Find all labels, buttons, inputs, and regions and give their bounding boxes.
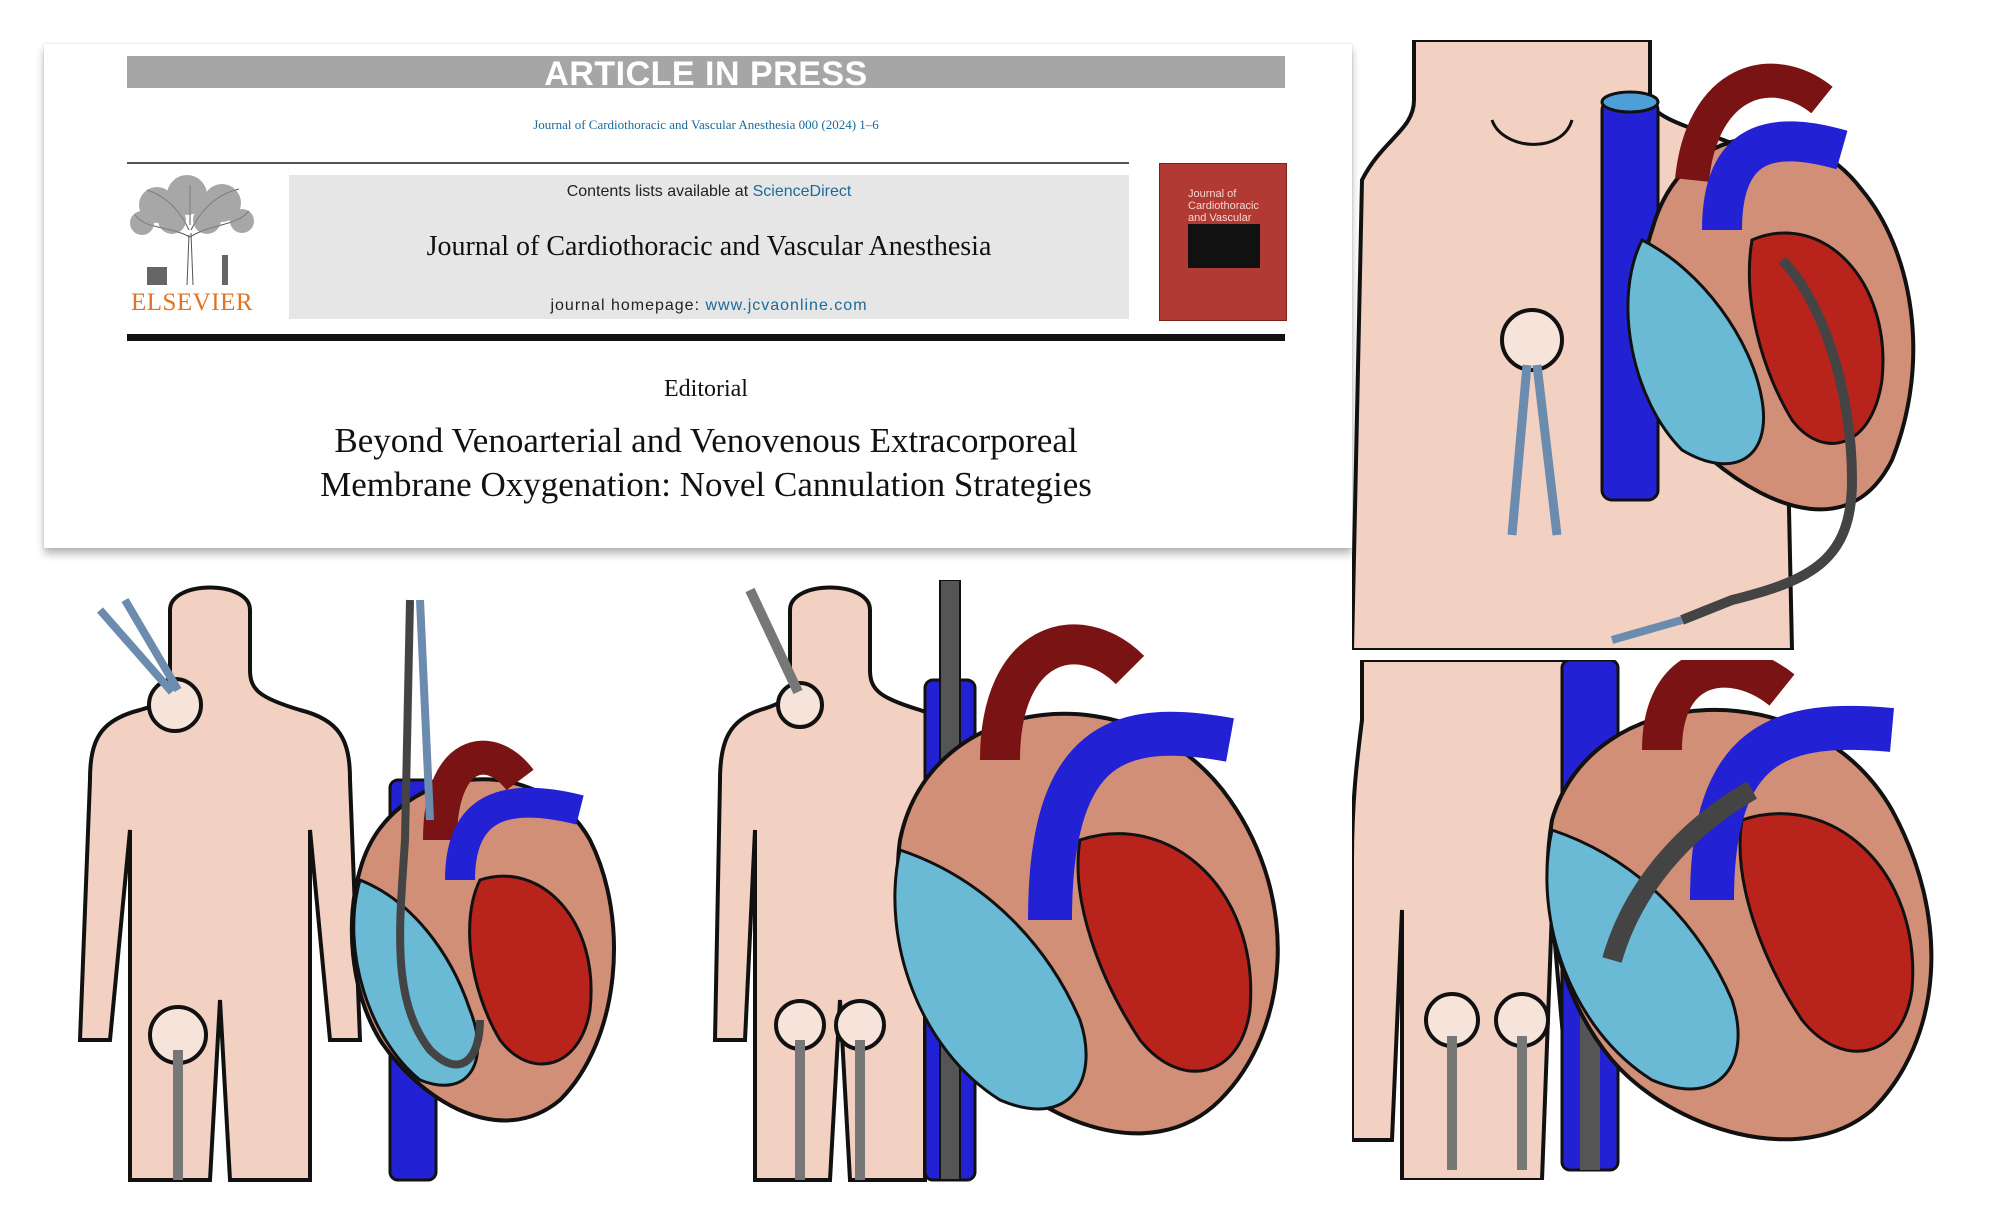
homepage-prefix: journal homepage: [550,297,701,314]
illustration-bottom-middle [700,580,1340,1200]
atrial-septostomy-cannula [1602,781,1757,963]
cannula-limb-right [1532,364,1562,536]
cover-image [1188,224,1260,268]
article-type-label: Editorial [664,376,748,402]
illustration-upper-right [1352,40,1952,650]
aortic-arch [1642,660,1795,751]
aortic-arch [1675,63,1833,183]
journal-homepage-line: journal homepage: www.jcvaonline.com [289,297,1129,315]
aortic-arch [980,624,1145,761]
contents-available-line: Contents lists available at ScienceDirec… [289,183,1129,201]
illustration-bottom-right [1352,660,1972,1180]
article-title-line-1: Beyond Venoarterial and Venovenous Extra… [334,421,1078,460]
header-divider-thin [127,162,1129,164]
left-ventricle-chamber [1747,231,1885,445]
cannulation-diagram-bottom-middle [712,580,1280,1182]
journal-citation: Journal of Cardiothoracic and Vascular A… [533,117,879,132]
body-silhouette [77,585,363,1182]
neck-cannula-1 [96,607,176,695]
header-divider-thick [127,334,1285,341]
contents-prefix: Contents lists available at [566,183,749,200]
left-ventricle-chamber [1738,812,1915,1053]
elsevier-logo: ELSEVIER [127,175,257,317]
pulmonary-artery [1690,705,1894,901]
pulmonary-artery [445,787,584,881]
neck-insertion-circle [776,681,824,729]
neck-cannula-2 [121,597,182,693]
right-atrium-chamber [893,848,1088,1111]
article-title: Beyond Venoarterial and Venovenous Extra… [44,419,1368,507]
pulmonary-artery [1702,121,1848,231]
cannula-tube [1680,256,1858,625]
left-ventricle-chamber [468,874,593,1066]
cannulation-diagram-bottom-right [1352,660,1934,1180]
right-atrium-chamber [1626,237,1765,466]
elsevier-tree-icon [130,175,254,286]
illustration-bottom-left [60,580,680,1200]
journal-info-box: Contents lists available at ScienceDirec… [289,175,1129,319]
journal-cover-thumbnail: Journal of Cardiothoracic and Vascular A… [1159,163,1287,321]
sciencedirect-link[interactable]: ScienceDirect [752,183,852,200]
article-title-line-2: Membrane Oxygenation: Novel Cannulation … [320,465,1092,504]
journal-name: Journal of Cardiothoracic and Vascular A… [426,231,992,262]
article-header-card: ARTICLE IN PRESS Journal of Cardiothorac… [44,44,1352,548]
aortic-arch [423,740,534,841]
body-silhouette [1352,660,1604,1180]
cannulation-diagram-upper-right [1352,40,1916,650]
cannula-limb-left [1507,364,1532,536]
left-ventricle-chamber [1076,832,1253,1073]
right-atrium-chamber [352,877,480,1087]
insertion-site-circle [1500,308,1564,372]
right-atrium-chamber [1545,828,1740,1091]
neck-cannula [745,587,803,695]
pulmonary-artery [1028,711,1234,921]
cannulation-diagram-bottom-left [77,585,616,1182]
cannula-tube [396,599,484,1069]
article-in-press-banner: ARTICLE IN PRESS [127,56,1285,88]
elsevier-wordmark: ELSEVIER [130,289,254,316]
journal-homepage-link[interactable]: www.jcvaonline.com [705,297,868,314]
